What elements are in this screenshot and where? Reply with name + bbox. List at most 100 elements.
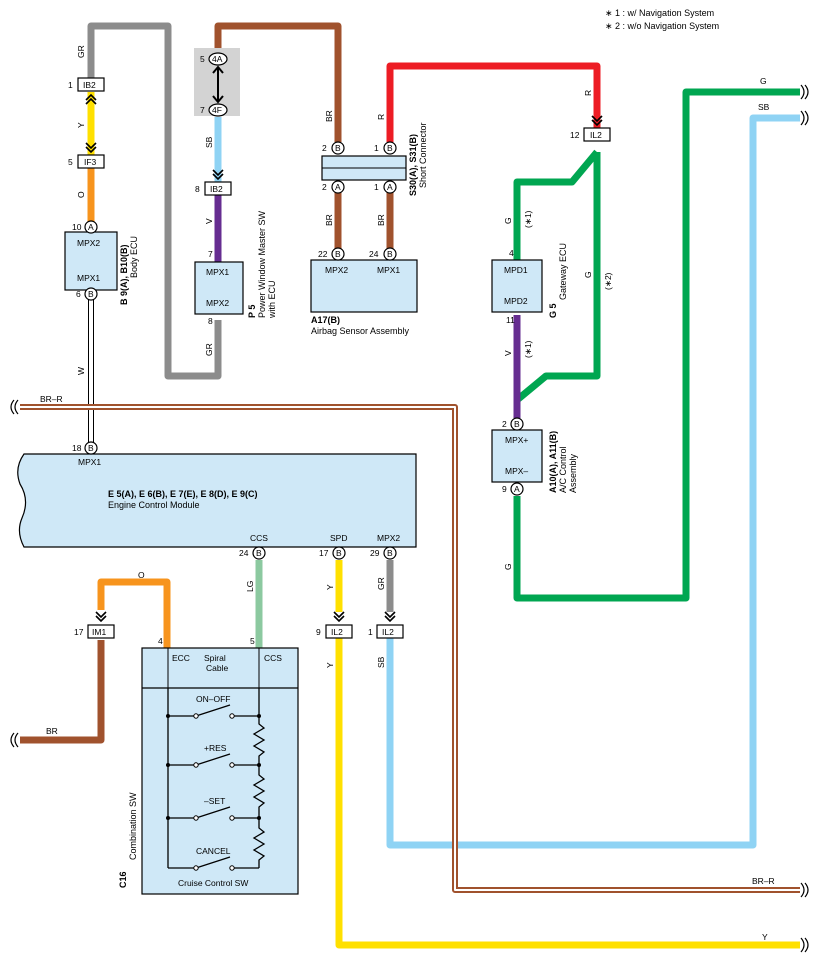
wire-brr-inner [20, 406, 800, 891]
sc-pin-lt [331, 141, 345, 155]
ecm-pin-mpx2 [383, 546, 397, 560]
body-ecu-pin-in: 10 [72, 222, 82, 232]
gw-pin-in: 4 [509, 248, 514, 258]
gw-box [491, 259, 543, 313]
chevron-down-icon [591, 115, 603, 127]
pin-il2-spd: 9 [316, 627, 321, 637]
combo-name: Combination SW [128, 792, 138, 860]
pw-top-label: MPX1 [206, 267, 229, 277]
lbl-brr-left: BR–R [40, 394, 63, 404]
connector-ib2-mid-label: IB2 [210, 184, 223, 194]
connector-im1 [87, 624, 115, 639]
lbl-sb-right: SB [758, 102, 770, 112]
lbl-o-ecc: O [138, 570, 145, 580]
sw-on-off-label: ON–OFF [196, 694, 230, 704]
sw-res-label: +RES [204, 743, 227, 753]
body-ecu: A 10 B 6 MPX2 MPX1 B 9(A), B10(B) Body E… [64, 220, 139, 305]
pin-ib2-top: 1 [68, 80, 73, 90]
sc-pin-lt-letter: B [335, 143, 341, 153]
engine-control-module: B 18 MPX1 E 5(A), E 6(B), E 7(E), E 8(D)… [17, 441, 417, 560]
junction-dot [257, 816, 261, 820]
lbl-w: W [76, 367, 86, 375]
lbl-g-n1: (∗1) [523, 210, 533, 228]
wire-labels: GR Y O W GR SB V BR R BR BR R G (∗1) G (… [40, 45, 775, 942]
combination-sw: 4 5 ECC Spiral Cable CCS C16 Combination… [118, 636, 299, 895]
lbl-gr-2: GR [204, 343, 214, 356]
sc-pin-rt [383, 141, 397, 155]
body-ecu-pin-b [84, 287, 98, 301]
ab-pin-left-num: 22 [318, 249, 328, 259]
lbl-gr-1: GR [76, 45, 86, 58]
ac-name-1: A/C Control [558, 446, 568, 493]
connector-4f [208, 103, 228, 117]
sc-name: Short Connector [418, 122, 428, 188]
pw-pin-out: 8 [208, 316, 213, 326]
junction-dot [166, 763, 170, 767]
ecm-pin-mpx2-letter: B [387, 548, 393, 558]
gateway-ecu: 4 11 MPD1 MPD2 G 5 Gateway ECU [491, 243, 568, 325]
switch-contact [193, 713, 199, 719]
body-ecu-top-label: MPX2 [77, 238, 100, 248]
connector-4f-label: 4F [212, 105, 222, 115]
lbl-br-left: BR [46, 726, 58, 736]
chevron-up-icon [85, 93, 97, 105]
lbl-sb-il2: SB [376, 656, 386, 668]
lbl-r-2: R [583, 90, 593, 96]
ecm-pin-ccs-num: 24 [239, 548, 249, 558]
switch-contact [193, 762, 199, 768]
body-ecu-pin-b-letter: B [88, 289, 94, 299]
lbl-brr-right: BR–R [752, 876, 775, 886]
lbl-v-1: V [204, 218, 214, 224]
wire-br-im1-edge [20, 640, 105, 744]
ecm-spd-label: SPD [330, 533, 347, 543]
pin-il2-mpx2: 1 [368, 627, 373, 637]
junction-dot [166, 714, 170, 718]
edge-breaks [10, 84, 809, 953]
lbl-y-il2: Y [325, 662, 335, 668]
connector-il2-top-label: IL2 [590, 130, 602, 140]
pw-name-1: Power Window Master SW [257, 210, 267, 318]
junction-dots [166, 714, 261, 820]
switch-contact [229, 762, 235, 768]
ab-name: Airbag Sensor Assembly [311, 326, 410, 336]
sc-code: S30(A), S31(B) [408, 134, 418, 196]
circuit-nodes [193, 713, 235, 871]
lbl-g-right: G [760, 76, 767, 86]
ac-pin-bot-num: 9 [502, 484, 507, 494]
wire-br-jc-shortconn [214, 22, 342, 142]
ac-pin-top-num: 2 [502, 419, 507, 429]
combo-spiral-1: Spiral [204, 653, 226, 663]
ab-pin-right-letter: B [387, 249, 393, 259]
pin-ib2-mid: 8 [195, 184, 200, 194]
switch-contact [229, 815, 235, 821]
wire-g-il2-gateway [513, 149, 600, 262]
ecm-pin-mpx2-num: 29 [370, 548, 380, 558]
ab-box [310, 259, 418, 313]
junction-dot [257, 763, 261, 767]
switch-contact [193, 815, 199, 821]
ab-left-label: MPX2 [325, 265, 348, 275]
ecm-code: E 5(A), E 6(B), E 7(E), E 8(D), E 9(C) [108, 489, 258, 499]
chevron-down-icon [85, 142, 97, 154]
ac-name-2: Assembly [568, 453, 578, 493]
inline-connectors: IB2 1 IF3 5 4A 5 4F 7 IB2 8 IL2 12 IM1 1… [68, 52, 611, 639]
chevron-down-icon [212, 169, 224, 181]
wire-gr-body-pw [87, 22, 222, 380]
switch-contact [193, 865, 199, 871]
pin-if3: 5 [68, 157, 73, 167]
ac-control-assembly: B 2 A 9 MPX+ MPX– A10(A), A11(B) A/C Con… [491, 417, 578, 496]
ecm-pin-mpx1 [84, 441, 98, 455]
sc-pin-rb-num: 1 [374, 182, 379, 192]
ac-pin-top-letter: B [514, 419, 520, 429]
lbl-g-2: G [583, 271, 593, 278]
lbl-gr-mpx2: GR [376, 577, 386, 590]
ab-right-label: MPX1 [377, 265, 400, 275]
combo-code: C16 [118, 871, 128, 888]
pw-name-2: with ECU [267, 280, 277, 319]
connector-ib2-top [77, 77, 105, 92]
chevron-down-icon [95, 611, 107, 623]
wire-o-combo-im1 [97, 578, 171, 648]
switch-contact [229, 865, 235, 871]
ab-pin-left-letter: B [335, 249, 341, 259]
body-ecu-pin-a-letter: A [88, 222, 94, 232]
